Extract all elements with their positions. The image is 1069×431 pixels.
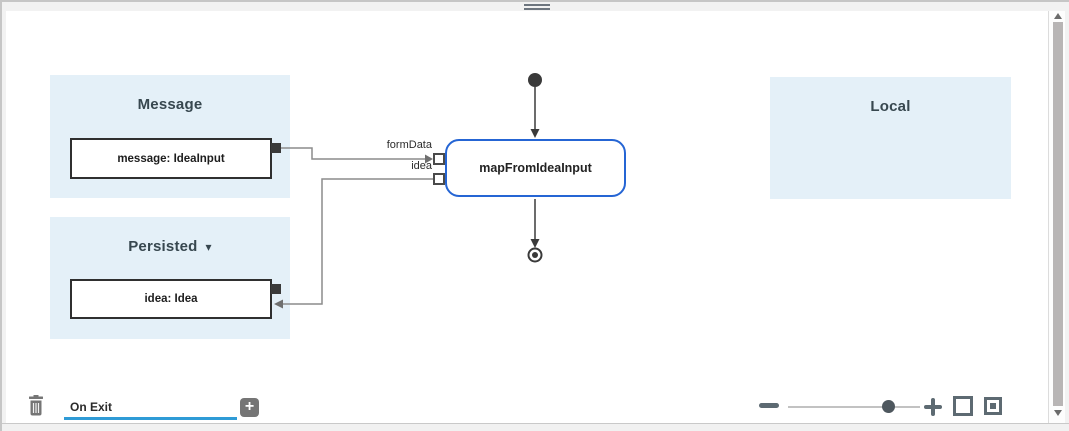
port-label-formdata: formData: [386, 139, 432, 151]
vertical-scrollbar-thumb[interactable]: [1053, 22, 1063, 406]
variable-box-idea[interactable]: idea: Idea: [70, 279, 272, 319]
panel-persisted-title: Persisted▾: [128, 238, 212, 255]
trash-icon[interactable]: [26, 395, 46, 417]
panel-message-title: Message: [137, 96, 203, 113]
scroll-up-icon[interactable]: [1054, 13, 1062, 19]
variable-box-idea-label: idea: Idea: [144, 293, 198, 305]
chevron-down-icon[interactable]: ▾: [205, 240, 212, 254]
connector-square-message[interactable]: [271, 143, 281, 153]
input-port-idea[interactable]: [433, 173, 445, 185]
panel-local-title: Local: [870, 98, 911, 115]
tab-name-underline: [64, 417, 237, 420]
add-tab-button[interactable]: +: [240, 398, 259, 417]
mapper-node[interactable]: mapFromIdeaInput: [445, 139, 626, 197]
mapper-node-label: mapFromIdeaInput: [479, 161, 592, 175]
horizontal-scrollbar[interactable]: [2, 423, 1069, 431]
connector-square-idea[interactable]: [271, 284, 281, 294]
variable-box-message-label: message: IdeaInput: [117, 152, 225, 165]
zoom-slider-track[interactable]: [788, 400, 920, 413]
splitter-drag-handle-icon[interactable]: [524, 3, 550, 11]
tab-name-input[interactable]: On Exit: [70, 400, 113, 414]
variable-box-message[interactable]: message: IdeaInput: [70, 138, 272, 179]
panel-message: Message: [50, 75, 290, 198]
panel-local: Local: [770, 77, 1011, 199]
port-label-idea: idea: [411, 160, 432, 172]
scroll-down-icon[interactable]: [1054, 410, 1062, 416]
zoom-out-icon[interactable]: [759, 403, 779, 408]
panel-persisted: Persisted▾: [50, 217, 290, 339]
zoom-in-icon[interactable]: [924, 398, 942, 416]
input-port-formdata[interactable]: [433, 153, 445, 165]
fullscreen-icon[interactable]: [953, 396, 973, 416]
fit-to-view-icon[interactable]: [983, 396, 1003, 416]
vertical-scrollbar[interactable]: [1048, 11, 1065, 423]
zoom-slider-handle[interactable]: [882, 400, 896, 413]
